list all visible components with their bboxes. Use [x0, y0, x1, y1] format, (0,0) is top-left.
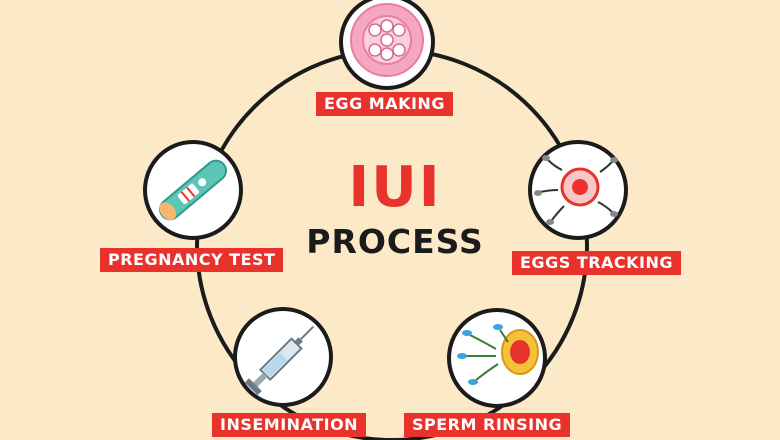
- pregnancy-test-icon: [143, 140, 243, 240]
- step-label-insemination: INSEMINATION: [212, 413, 367, 437]
- egg-sperm-icon: [528, 140, 628, 240]
- egg-cells-icon: [339, 0, 435, 90]
- syringe-icon: [233, 307, 333, 407]
- diagram-subtitle: PROCESS: [306, 222, 484, 261]
- step-label-pregnancy-test: PREGNANCY TEST: [100, 248, 284, 272]
- sperm-rinsing-icon: [447, 308, 547, 408]
- step-label-egg-making: EGG MAKING: [316, 92, 453, 116]
- step-label-eggs-tracking: EGGS TRACKING: [512, 251, 682, 275]
- diagram-title: IUI: [348, 155, 442, 220]
- step-label-sperm-rinsing: SPERM RINSING: [404, 413, 571, 437]
